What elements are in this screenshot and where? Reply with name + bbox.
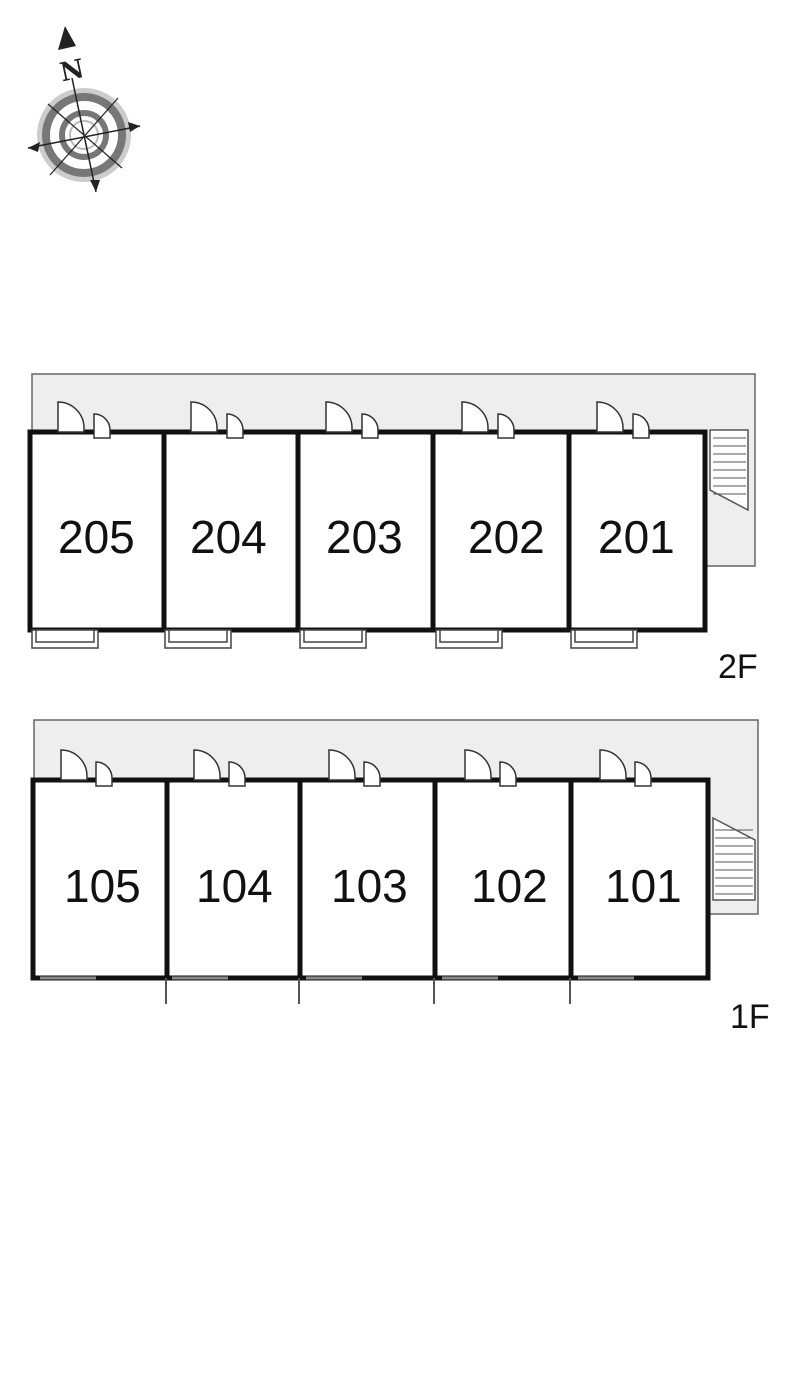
building-outline-1f: [30, 777, 711, 981]
north-arrow-icon: [58, 26, 76, 50]
door-unit-101: [599, 749, 652, 787]
unit-202-label: 202: [468, 511, 545, 563]
door-unit-105: [60, 749, 113, 787]
unit-103-label: 103: [331, 860, 408, 912]
door-unit-103: [328, 749, 381, 787]
door-unit-202: [461, 401, 515, 439]
door-unit-102: [464, 749, 517, 787]
balcony-2f: [31, 629, 638, 649]
floor-2f-plan: 205 204 203 202 201 2F: [27, 373, 758, 686]
unit-205-label: 205: [58, 511, 135, 563]
north-label: N: [57, 54, 86, 88]
door-unit-204: [190, 401, 244, 439]
door-unit-203: [325, 401, 379, 439]
building-outline-2f: [27, 429, 708, 633]
floor-1f-plan: 105 104 103 102 101 1F: [30, 719, 770, 1036]
door-unit-205: [57, 401, 111, 439]
door-unit-104: [193, 749, 246, 787]
unit-101-label: 101: [605, 860, 682, 912]
unit-201-label: 201: [598, 511, 675, 563]
unit-105-label: 105: [64, 860, 141, 912]
floor-label-2f: 2F: [718, 648, 758, 686]
unit-203-label: 203: [326, 511, 403, 563]
floor-label-1f: 1F: [730, 998, 770, 1036]
unit-104-label: 104: [196, 860, 273, 912]
staircase-2f: [709, 429, 749, 512]
unit-102-label: 102: [471, 860, 548, 912]
staircase-1f: [712, 816, 756, 901]
compass-rose-icon: N: [27, 26, 141, 193]
door-unit-201: [596, 401, 650, 439]
unit-204-label: 204: [190, 511, 267, 563]
